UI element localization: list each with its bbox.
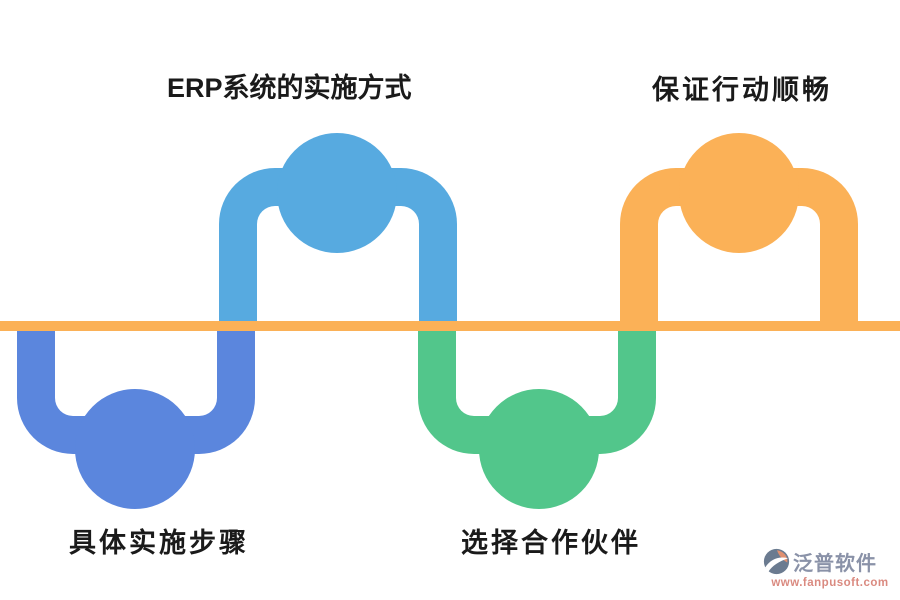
wave-circle-bottom-left [75, 389, 195, 509]
label-implementation-steps: 具体实施步骤 [69, 528, 249, 558]
label-ensure-smooth-action: 保证行动顺畅 [652, 75, 832, 105]
wave-circle-top-left [277, 133, 397, 253]
brand-row: 泛普软件 [763, 547, 897, 576]
brand-watermark: 泛普软件 www.fanpusoft.com [763, 547, 897, 589]
brand-url: www.fanpusoft.com [771, 577, 889, 589]
brand-name: 泛普软件 [793, 553, 877, 575]
label-implementation-method: ERP系统的实施方式 [167, 73, 412, 103]
label-choose-partner: 选择合作伙伴 [461, 528, 641, 558]
wave-baseline [0, 321, 900, 331]
wave-circle-top-right [679, 133, 799, 253]
wave-circle-bottom-center [479, 389, 599, 509]
fanpu-logo-icon [763, 548, 790, 575]
